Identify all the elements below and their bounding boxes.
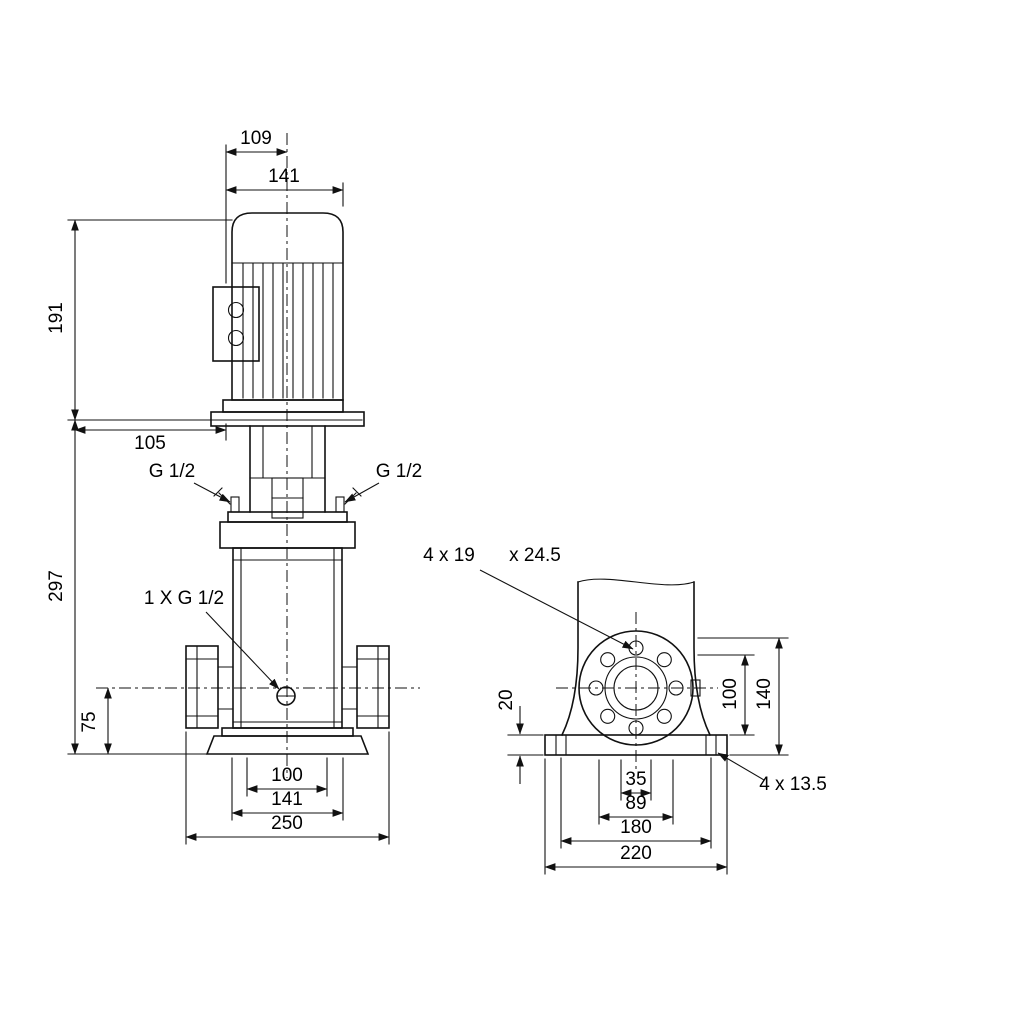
motor-flange: [210, 399, 365, 427]
dim-100-bottom-label: 100: [271, 765, 303, 786]
plug-symbol-left: [213, 487, 231, 505]
dim-75-label: 75: [79, 711, 100, 732]
dim-100-side-label: 100: [720, 678, 741, 710]
port-flange-face: [578, 630, 701, 746]
dim-20-label: 20: [496, 689, 517, 710]
terminal-box: [212, 286, 260, 362]
dim-140-label: 140: [754, 678, 775, 710]
flange-tab: [690, 679, 701, 697]
dim-105-label: 105: [134, 433, 166, 454]
dim-250-label: 250: [271, 813, 303, 834]
label-flange-holes: 4 x 19: [423, 545, 475, 566]
front-leaders: G 1/2 G 1/2 1 X G 1/2: [144, 461, 422, 690]
label-g-half-left: G 1/2: [149, 461, 195, 482]
dim-180-label: 180: [620, 817, 652, 838]
dim-191-label: 191: [46, 302, 67, 334]
plug-symbol-right: [344, 487, 362, 505]
label-flange-spotface: x 24.5: [509, 545, 561, 566]
side-leaders: 4 x 19 x 24.5 4 x 13.5: [423, 545, 827, 795]
side-body: [560, 578, 712, 737]
drain-plug: [276, 686, 296, 706]
label-drain-g-half: 1 X G 1/2: [144, 588, 224, 609]
label-base-holes: 4 x 13.5: [759, 774, 827, 795]
dim-141-bottom-label: 141: [271, 789, 303, 810]
side-dimensions: 20 100 140 35 89 180 220: [496, 637, 789, 875]
dim-297-label: 297: [46, 570, 67, 602]
dim-89-label: 89: [625, 793, 646, 814]
label-g-half-right: G 1/2: [376, 461, 422, 482]
dim-220-label: 220: [620, 843, 652, 864]
dim-35-label: 35: [625, 769, 646, 790]
front-view: 109 141 191 105 297 75 100 141 2: [46, 128, 422, 845]
side-view: 20 100 140 35 89 180 220 4 x 19 x 24.5: [423, 545, 827, 875]
centerlines-front: [96, 133, 420, 778]
motor-body: [231, 212, 344, 401]
suction-discharge-flanges: [185, 645, 390, 729]
pump-base: [205, 727, 370, 755]
dim-141-top-label: 141: [268, 166, 300, 187]
front-dimensions: 109 141 191 105 297 75 100 141 2: [46, 128, 390, 845]
coupling-lantern: [249, 425, 326, 519]
dim-109-label: 109: [240, 128, 272, 149]
centerlines-side: [556, 612, 718, 770]
base-plate-side: [544, 734, 728, 756]
